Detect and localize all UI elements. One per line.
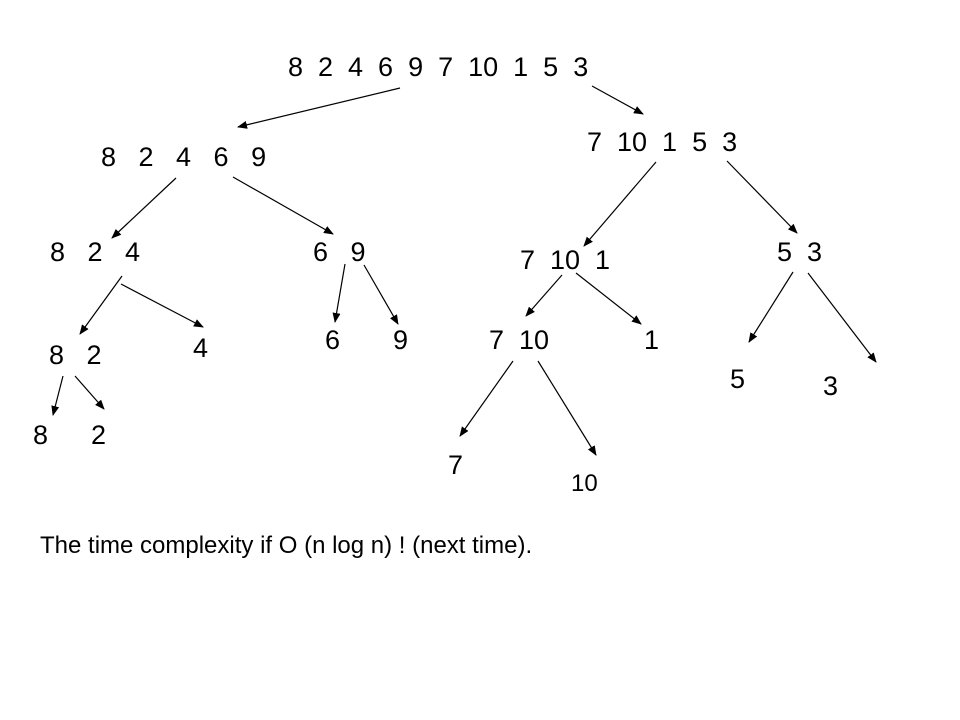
edge-53-5 [748,271,794,343]
edge-824-4 [120,283,204,328]
node-left-half: 8 2 4 6 9 [101,142,267,172]
edge-710-7 [459,360,514,437]
node-7: 7 [448,450,464,480]
node-5: 5 [730,364,746,394]
node-9: 9 [393,325,409,355]
node-53: 5 3 [777,237,823,267]
node-3: 3 [823,371,839,401]
edge-root-right [591,85,644,115]
edge-53-3 [807,272,877,363]
node-710: 7 10 [489,325,550,355]
edge-right-7101 [583,161,657,247]
edge-left-69 [232,176,334,235]
edge-82-8 [51,375,64,416]
node-7101: 7 10 1 [520,245,611,275]
node-10: 10 [571,470,598,497]
node-82: 8 2 [49,340,102,370]
edge-right-53 [726,160,798,234]
edge-7101-710 [525,274,563,317]
node-2-leaf: 2 [91,420,107,450]
edge-710-10 [537,360,597,456]
node-69: 6 9 [313,237,366,267]
node-4: 4 [193,333,209,363]
edge-69-6 [332,263,346,323]
edge-left-824 [111,177,177,239]
node-8-leaf: 8 [33,420,49,450]
node-1: 1 [644,325,660,355]
edge-824-82 [79,275,123,335]
node-6: 6 [325,325,341,355]
complexity-caption: The time complexity if O (n log n) ! (ne… [40,532,533,559]
node-root: 8 2 4 6 9 7 10 1 5 3 [288,52,589,82]
node-824: 8 2 4 [50,237,141,267]
edge-69-9 [363,264,399,325]
edge-root-left [237,87,401,129]
node-right-half: 7 10 1 5 3 [587,127,738,157]
edge-82-2 [74,375,105,410]
edge-7101-1 [575,272,642,325]
